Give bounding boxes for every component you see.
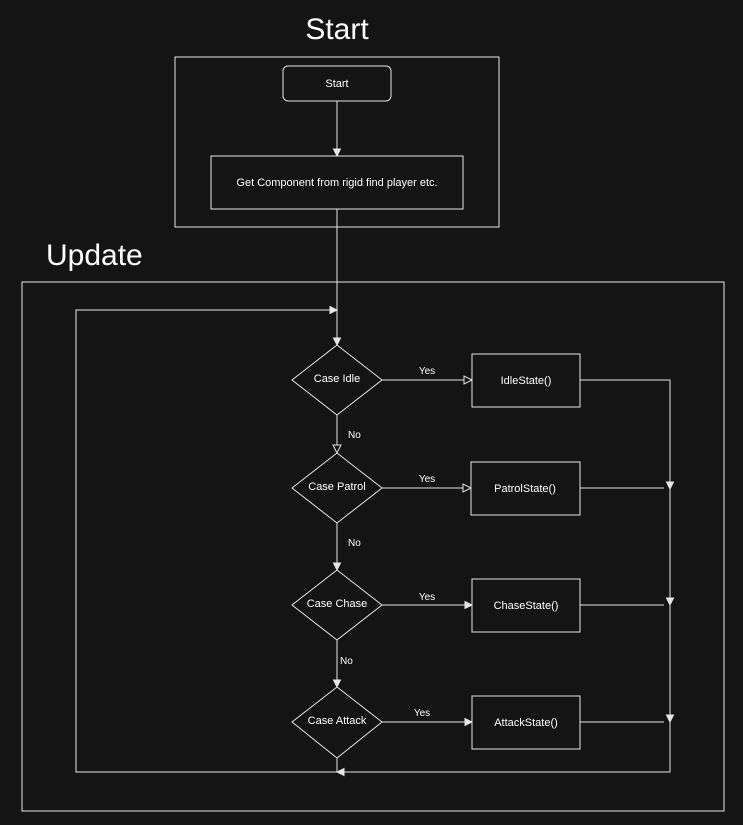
arrowhead-case-attack	[332, 679, 342, 689]
edge-label-yes-chase: Yes	[419, 592, 435, 603]
edge-label-no-idle: No	[348, 430, 361, 441]
arrowhead-case-idle	[332, 337, 342, 347]
case-attack-decision: Case Attack	[291, 686, 383, 759]
case-chase-decision: Case Chase	[291, 569, 383, 641]
attack-state-label: AttackState()	[494, 717, 558, 729]
edge-return-collector	[343, 379, 671, 773]
arrowhead-get-component	[332, 148, 342, 158]
arrowhead-patrol-state	[462, 483, 473, 493]
case-idle-decision: Case Idle	[291, 344, 383, 416]
case-patrol-label: Case Patrol	[308, 481, 365, 493]
patrol-state-node: PatrolState()	[470, 461, 581, 516]
edge-label-yes-idle: Yes	[419, 366, 435, 377]
edge-loop-back	[75, 309, 338, 773]
case-attack-label: Case Attack	[308, 715, 367, 727]
arrowhead-idle-state	[463, 375, 474, 385]
case-patrol-decision: Case Patrol	[291, 452, 383, 524]
get-component-node: Get Component from rigid find player etc…	[210, 155, 464, 210]
update-section-title: Update	[46, 239, 143, 272]
arrowhead-chase-state	[464, 600, 474, 610]
start-node-label: Start	[325, 78, 348, 90]
idle-state-node: IdleState()	[471, 353, 581, 408]
arrowhead-collector-2	[665, 597, 675, 607]
start-node: Start	[282, 65, 392, 102]
idle-state-label: IdleState()	[501, 375, 552, 387]
edge-label-yes-attack: Yes	[414, 708, 430, 719]
arrowhead-case-chase	[332, 562, 342, 572]
edge-label-no-patrol: No	[348, 538, 361, 549]
get-component-node-label: Get Component from rigid find player etc…	[236, 177, 437, 189]
case-idle-label: Case Idle	[314, 373, 360, 385]
arrowhead-return	[335, 767, 345, 777]
update-section-frame	[21, 281, 725, 812]
case-chase-label: Case Chase	[307, 598, 368, 610]
edge-label-no-chase: No	[340, 656, 353, 667]
arrowhead-attack-state	[464, 717, 474, 727]
attack-state-node: AttackState()	[471, 695, 581, 750]
arrowhead-case-patrol	[332, 444, 342, 455]
arrowhead-collector-1	[665, 481, 675, 491]
chase-state-label: ChaseState()	[494, 600, 559, 612]
start-section-title: Start	[305, 13, 369, 46]
patrol-state-label: PatrolState()	[494, 483, 556, 495]
arrowhead-collector-3	[665, 714, 675, 724]
arrowhead-loop-top	[329, 305, 339, 315]
edge-label-yes-patrol: Yes	[419, 474, 435, 485]
chase-state-node: ChaseState()	[471, 578, 581, 633]
